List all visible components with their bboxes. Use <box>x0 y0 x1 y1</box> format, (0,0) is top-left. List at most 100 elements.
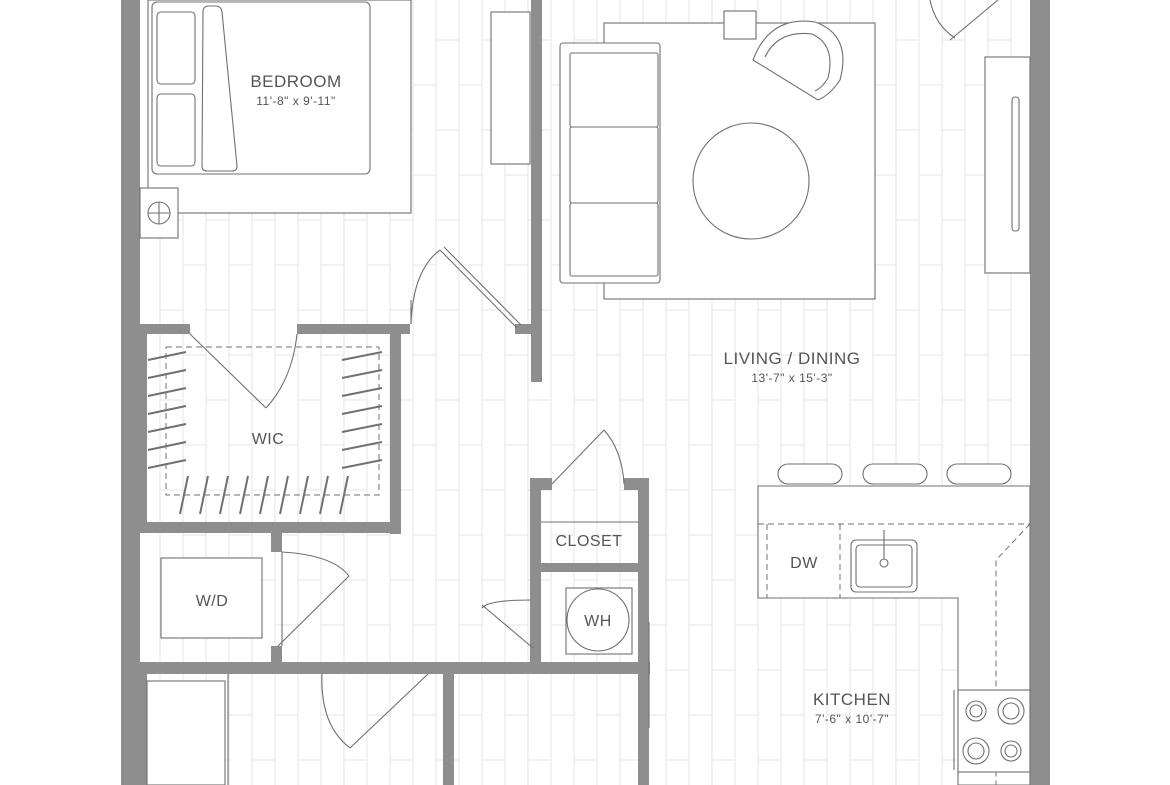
wic-shelf-line <box>165 346 380 496</box>
bath-partition <box>443 674 454 785</box>
wic-door-swing <box>265 333 298 409</box>
wh-door-leaf <box>481 604 534 649</box>
hanger <box>341 351 383 361</box>
burner-2 <box>997 697 1025 725</box>
laundry-jamb-bottom <box>271 646 282 670</box>
drain-icon <box>879 558 889 568</box>
bath-door-swing <box>321 673 351 749</box>
laundry: W/D <box>160 551 350 647</box>
tv <box>1011 96 1020 232</box>
bedroom: BEDROOM 11'-8" x 9'-11" <box>139 0 531 329</box>
dresser <box>490 11 531 165</box>
wh-label: WH <box>584 613 612 630</box>
bedroom-door-leaf <box>439 249 518 329</box>
wh-jamb-bottom <box>530 646 541 674</box>
hanger <box>147 441 187 451</box>
bedroom-door-jamb <box>515 324 535 334</box>
kitchen: DW KITCHEN 7'-6" x 10'-7" <box>757 463 1031 785</box>
bed-sheet-fold <box>201 5 238 172</box>
tv-console <box>984 56 1031 274</box>
hanger <box>147 369 187 379</box>
hanger <box>147 405 187 415</box>
tub <box>146 680 226 785</box>
armchair <box>752 20 844 101</box>
hanger <box>341 423 383 433</box>
wic-door-leaf <box>189 333 267 409</box>
bath-east-wall <box>638 674 649 785</box>
hanger <box>147 351 187 361</box>
hanger <box>147 387 187 397</box>
hanger <box>341 405 383 415</box>
laundry-jamb-top <box>271 530 282 552</box>
wic-west-wall <box>138 324 147 524</box>
laundry-door-swing <box>281 551 350 577</box>
bedroom-door-leaf-2 <box>443 246 522 326</box>
hanger <box>147 459 187 469</box>
walls <box>121 0 1050 785</box>
burner-2-inner <box>1002 702 1020 720</box>
closet-door-leaf <box>551 429 605 485</box>
hanger <box>179 475 189 515</box>
kitchen-dims: 7'-6" x 10'-7" <box>815 712 889 726</box>
closet-label: CLOSET <box>555 533 622 550</box>
hanger <box>341 369 383 379</box>
wic: WIC <box>147 333 383 515</box>
closet-door-swing <box>603 429 625 485</box>
hanger <box>219 475 229 515</box>
stool-1 <box>777 463 843 485</box>
wic-hangers <box>147 351 383 515</box>
bedroom-label: BEDROOM <box>250 72 341 91</box>
burner-1-inner <box>969 704 983 718</box>
hanger <box>299 475 309 515</box>
pillow-top <box>156 11 196 85</box>
entry-door-swing <box>929 0 956 39</box>
bath-west-wall <box>138 674 147 785</box>
wic-east-wall <box>390 324 401 534</box>
sofa-cushion-2 <box>569 126 659 204</box>
hanger <box>199 475 209 515</box>
bath-door-leaf <box>349 673 429 749</box>
hanger <box>341 459 383 469</box>
wic-label: WIC <box>252 431 285 448</box>
hanger <box>341 387 383 397</box>
bedroom-door-swing <box>410 249 441 325</box>
dw-label: DW <box>790 555 818 572</box>
hanger <box>259 475 269 515</box>
burner-4-inner <box>1004 744 1018 758</box>
kitchen-label: KITCHEN <box>813 690 891 709</box>
stool-2 <box>862 463 928 485</box>
stool-3 <box>946 463 1012 485</box>
water-heater <box>566 588 630 652</box>
burner-4 <box>1000 740 1022 762</box>
west-exterior-wall <box>121 0 140 785</box>
sofa-cushion-1 <box>569 52 659 128</box>
laundry-door-leaf <box>277 575 350 647</box>
dining-table <box>692 122 810 240</box>
closet-east-wall <box>638 478 649 674</box>
bedroom-living-partition <box>531 0 542 382</box>
living-dims: 13'-7" x 15'-3" <box>751 371 832 385</box>
armchair-seat <box>764 32 831 92</box>
pillow-bottom <box>156 93 196 167</box>
hanger <box>239 475 249 515</box>
living-dining: LIVING / DINING 13'-7" x 15'-3" <box>559 0 1031 385</box>
closet-wh: CLOSET WH <box>481 429 638 655</box>
washer-dryer <box>160 557 263 639</box>
wh-door-swing <box>481 599 532 609</box>
wd-label: W/D <box>196 593 229 610</box>
hanger <box>339 475 349 515</box>
wh-jamb-top <box>530 572 541 600</box>
wic-north-wall-b <box>297 324 410 334</box>
side-table <box>723 10 757 40</box>
burner-3 <box>962 737 990 765</box>
hanger <box>341 441 383 451</box>
hanger <box>279 475 289 515</box>
burner-3-inner <box>967 742 985 760</box>
wic-north-wall-a <box>138 324 190 334</box>
bed-mattress <box>151 1 371 175</box>
east-exterior-wall <box>1030 0 1050 785</box>
hanger <box>319 475 329 515</box>
closet-jamb-right <box>624 478 649 490</box>
closet-divider <box>530 563 648 572</box>
